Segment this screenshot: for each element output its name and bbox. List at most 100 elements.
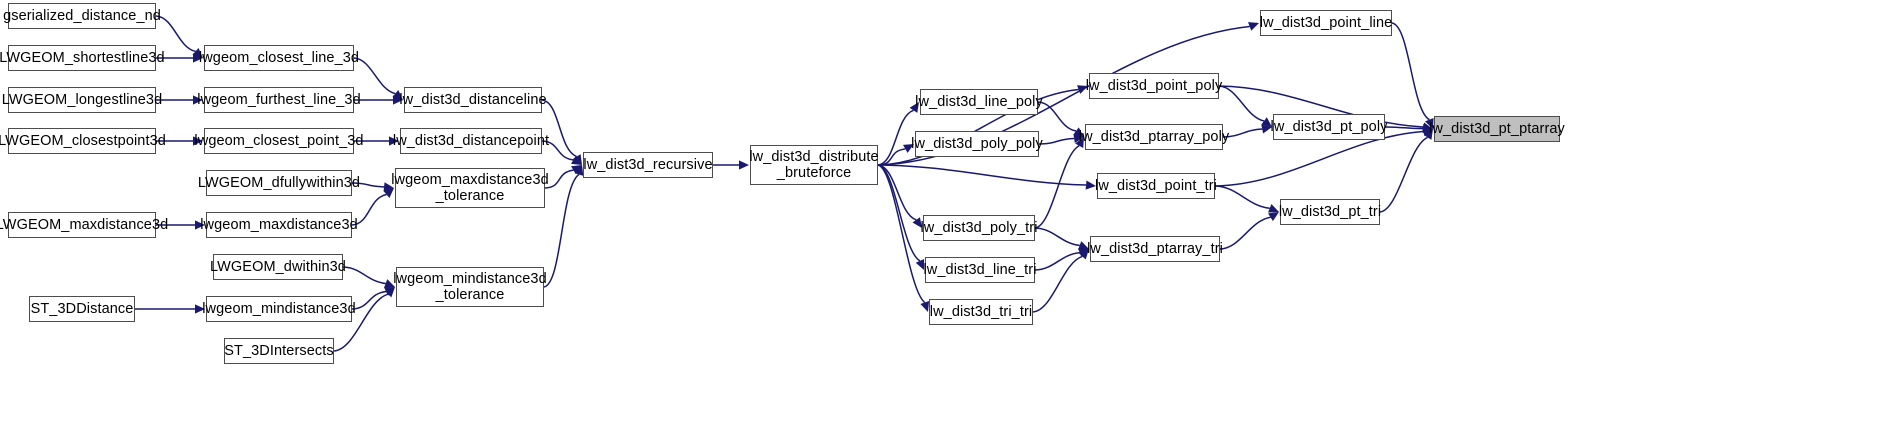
graph-node-lw_dist3d_point_poly[interactable]: lw_dist3d_point_poly — [1086, 73, 1222, 99]
arrowhead-lw_dist3d_distribute_bruteforce-to-lw_dist3d_point_poly — [1077, 85, 1088, 94]
arrowhead-LWGEOM_dfullywithin3d-to-lwgeom_maxdistance3d_tolerance — [383, 182, 394, 192]
graph-node-lw_dist3d_ptarray_poly[interactable]: lw_dist3d_ptarray_poly — [1079, 124, 1229, 150]
arrowhead-lwgeom_maxdistance3d-to-lwgeom_maxdistance3d_tolerance — [383, 188, 394, 199]
edge-lw_dist3d_distribute_bruteforce-to-lw_dist3d_line_tri — [877, 164, 921, 262]
arrowhead-ST_3DIntersects-to-lwgeom_mindistance3d_tolerance — [384, 287, 395, 298]
graph-node-lw_dist3d_point_line[interactable]: lw_dist3d_point_line — [1260, 10, 1392, 36]
arrowhead-lw_dist3d_point_line-to-lw_dist3d_pt_ptarray — [1425, 118, 1434, 129]
arrowhead-lw_dist3d_distribute_bruteforce-to-lw_dist3d_poly_poly — [903, 144, 914, 153]
graph-node-lw_dist3d_distanceline[interactable]: lw_dist3d_distanceline — [399, 87, 547, 113]
graph-node-lw_dist3d_line_poly[interactable]: lw_dist3d_line_poly — [915, 89, 1043, 115]
edge-lw_dist3d_point_tri-to-lw_dist3d_pt_tri — [1214, 185, 1270, 210]
graph-node-lw_dist3d_line_tri[interactable]: lw_dist3d_line_tri — [923, 257, 1036, 283]
graph-node-lw_dist3d_poly_tri[interactable]: lw_dist3d_poly_tri — [920, 215, 1037, 241]
edge-LWGEOM_dwithin3d-to-lwgeom_mindistance3d_tolerance — [342, 266, 386, 285]
graph-node-lwgeom_mindistance3d[interactable]: lwgeom_mindistance3d — [202, 296, 356, 322]
arrowhead-lw_dist3d_line_poly-to-lw_dist3d_ptarray_poly — [1073, 127, 1084, 137]
arrowhead-lw_dist3d_ptarray_poly-to-lw_dist3d_pt_poly — [1261, 124, 1272, 134]
edge-lwgeom_mindistance3d_tolerance-to-lw_dist3d_recursive — [543, 173, 580, 288]
arrowhead-lw_dist3d_distribute_bruteforce-to-lw_dist3d_tri_tri — [920, 301, 930, 312]
edge-lw_dist3d_ptarray_tri-to-lw_dist3d_pt_tri — [1219, 216, 1271, 250]
edge-lw_dist3d_distribute_bruteforce-to-lw_dist3d_point_poly — [877, 88, 1079, 166]
edge-lw_dist3d_pt_poly-to-lw_dist3d_pt_ptarray — [1384, 126, 1424, 130]
edge-lw_dist3d_distribute_bruteforce-to-lw_dist3d_line_poly — [877, 109, 914, 166]
edge-lw_dist3d_distancepoint-to-lw_dist3d_recursive — [541, 140, 574, 161]
edge-lw_dist3d_distribute_bruteforce-to-lw_dist3d_point_line — [877, 25, 1250, 166]
arrowhead-lw_dist3d_distribute_bruteforce-to-lw_dist3d_point_tri — [1085, 180, 1096, 190]
arrowhead-LWGEOM_maxdistance3d-to-lwgeom_maxdistance3d — [195, 220, 205, 230]
edge-lw_dist3d_distribute_bruteforce-to-lw_dist3d_poly_tri — [877, 164, 917, 221]
graph-node-ST_3DIntersects[interactable]: ST_3DIntersects — [224, 338, 334, 364]
edge-lwgeom_closest_line_3d-to-lw_dist3d_distanceline — [353, 57, 396, 95]
arrowhead-lw_dist3d_poly_poly-to-lw_dist3d_ptarray_poly — [1073, 133, 1084, 144]
graph-node-lwgeom_furthest_line_3d[interactable]: lwgeom_furthest_line_3d — [197, 87, 361, 113]
edge-lw_dist3d_poly_tri-to-lw_dist3d_ptarray_tri — [1034, 227, 1080, 247]
arrowhead-lw_dist3d_distribute_bruteforce-to-lw_dist3d_poly_tri — [912, 217, 922, 228]
arrowhead-LWGEOM_closestpoint3d-to-lwgeom_closest_point_3d — [193, 136, 203, 146]
arrowhead-lwgeom_maxdistance3d_tolerance-to-lw_dist3d_recursive — [571, 165, 582, 175]
arrowhead-lw_dist3d_ptarray_tri-to-lw_dist3d_pt_tri — [1268, 212, 1279, 222]
arrowhead-LWGEOM_dwithin3d-to-lwgeom_mindistance3d_tolerance — [384, 279, 395, 288]
edge-lw_dist3d_point_poly-to-lw_dist3d_pt_ptarray — [1218, 85, 1424, 128]
arrowhead-lwgeom_furthest_line_3d-to-lw_dist3d_distanceline — [393, 95, 403, 105]
edge-lw_dist3d_distanceline-to-lw_dist3d_recursive — [541, 99, 578, 158]
edge-ST_3DIntersects-to-lwgeom_mindistance3d_tolerance — [333, 293, 389, 352]
graph-node-lwgeom_mindistance3d_tolerance[interactable]: lwgeom_mindistance3d _tolerance — [393, 267, 547, 307]
arrowhead-lwgeom_closest_point_3d-to-lw_dist3d_distancepoint — [389, 136, 399, 146]
graph-node-lw_dist3d_distancepoint[interactable]: lw_dist3d_distancepoint — [393, 128, 549, 154]
edge-lw_dist3d_pt_tri-to-lw_dist3d_pt_ptarray — [1379, 136, 1428, 213]
arrowhead-ST_3DDistance-to-lwgeom_mindistance3d — [195, 304, 205, 314]
arrowhead-lw_dist3d_recursive-to-lw_dist3d_distribute_bruteforce — [739, 160, 749, 170]
arrowhead-lw_dist3d_distribute_bruteforce-to-lw_dist3d_line_tri — [915, 258, 925, 270]
arrowhead-lw_dist3d_distribute_bruteforce-to-lw_dist3d_line_poly — [909, 102, 919, 113]
graph-node-ST_3DDistance[interactable]: ST_3DDistance — [29, 296, 135, 322]
edge-lw_dist3d_distribute_bruteforce-to-lw_dist3d_tri_tri — [877, 164, 926, 304]
arrowhead-lw_dist3d_poly_tri-to-lw_dist3d_ptarray_poly — [1075, 137, 1084, 148]
arrowhead-lw_dist3d_poly_tri-to-lw_dist3d_ptarray_tri — [1078, 241, 1089, 250]
graph-node-LWGEOM_maxdistance3d[interactable]: LWGEOM_maxdistance3d — [0, 212, 168, 238]
graph-node-lwgeom_maxdistance3d_tolerance[interactable]: lwgeom_maxdistance3d _tolerance — [391, 168, 549, 208]
arrowhead-lw_dist3d_tri_tri-to-lw_dist3d_ptarray_tri — [1078, 249, 1089, 260]
edge-lw_dist3d_ptarray_poly-to-lw_dist3d_pt_poly — [1222, 128, 1263, 138]
edge-lw_dist3d_line_poly-to-lw_dist3d_ptarray_poly — [1037, 101, 1077, 132]
graph-node-LWGEOM_shortestline3d[interactable]: LWGEOM_shortestline3d — [0, 45, 165, 71]
arrowhead-lw_dist3d_distribute_bruteforce-to-lw_dist3d_point_line — [1248, 22, 1259, 31]
graph-node-LWGEOM_dwithin3d[interactable]: LWGEOM_dwithin3d — [210, 254, 346, 280]
arrowhead-lw_dist3d_point_tri-to-lw_dist3d_pt_tri — [1268, 204, 1279, 213]
edge-lwgeom_mindistance3d-to-lwgeom_mindistance3d_tolerance — [351, 290, 387, 310]
graph-node-LWGEOM_longestline3d[interactable]: LWGEOM_longestline3d — [2, 87, 162, 113]
edge-lwgeom_maxdistance3d-to-lwgeom_maxdistance3d_tolerance — [351, 193, 387, 226]
graph-node-lw_dist3d_recursive[interactable]: lw_dist3d_recursive — [583, 152, 713, 178]
graph-node-lwgeom_closest_point_3d[interactable]: lwgeom_closest_point_3d — [194, 128, 363, 154]
arrowhead-lw_dist3d_point_poly-to-lw_dist3d_pt_poly — [1261, 117, 1272, 127]
edge-lw_dist3d_point_poly-to-lw_dist3d_pt_poly — [1218, 85, 1265, 122]
graph-node-LWGEOM_closestpoint3d[interactable]: LWGEOM_closestpoint3d — [0, 128, 166, 154]
graph-node-lw_dist3d_point_tri[interactable]: lw_dist3d_point_tri — [1095, 173, 1217, 199]
arrowhead-lw_dist3d_point_tri-to-lw_dist3d_pt_ptarray — [1422, 127, 1433, 136]
arrowhead-lw_dist3d_pt_tri-to-lw_dist3d_pt_ptarray — [1423, 129, 1433, 140]
graph-node-lw_dist3d_ptarray_tri[interactable]: lw_dist3d_ptarray_tri — [1087, 236, 1223, 262]
arrowhead-lwgeom_mindistance3d_tolerance-to-lw_dist3d_recursive — [574, 165, 584, 176]
graph-node-gserialized_distance_nd[interactable]: gserialized_distance_nd — [3, 3, 161, 29]
graph-node-lw_dist3d_pt_poly[interactable]: lw_dist3d_pt_poly — [1271, 114, 1387, 140]
graph-node-lw_dist3d_distribute_bruteforce[interactable]: lw_dist3d_distribute _bruteforce — [749, 145, 879, 185]
graph-node-lw_dist3d_poly_poly[interactable]: lw_dist3d_poly_poly — [911, 131, 1043, 157]
edge-lw_dist3d_point_line-to-lw_dist3d_pt_ptarray — [1391, 22, 1430, 121]
arrowhead-lw_dist3d_distancepoint-to-lw_dist3d_recursive — [571, 155, 582, 165]
graph-node-lwgeom_maxdistance3d[interactable]: lwgeom_maxdistance3d — [200, 212, 358, 238]
edge-gserialized_distance_nd-to-lwgeom_closest_line_3d — [155, 15, 196, 53]
edge-lw_dist3d_tri_tri-to-lw_dist3d_ptarray_tri — [1032, 255, 1083, 313]
edge-lw_dist3d_line_tri-to-lw_dist3d_ptarray_tri — [1034, 251, 1080, 271]
edge-lwgeom_maxdistance3d_tolerance-to-lw_dist3d_recursive — [544, 169, 574, 189]
graph-node-lw_dist3d_pt_ptarray[interactable]: lw_dist3d_pt_ptarray — [1429, 116, 1565, 142]
edge-LWGEOM_dfullywithin3d-to-lwgeom_maxdistance3d_tolerance — [351, 182, 385, 188]
edge-lw_dist3d_point_tri-to-lw_dist3d_pt_ptarray — [1214, 130, 1424, 187]
graph-node-lwgeom_closest_line_3d[interactable]: lwgeom_closest_line_3d — [199, 45, 359, 71]
graph-node-LWGEOM_dfullywithin3d[interactable]: LWGEOM_dfullywithin3d — [198, 170, 360, 196]
arrowhead-LWGEOM_shortestline3d-to-lwgeom_closest_line_3d — [193, 53, 203, 63]
edge-lw_dist3d_poly_poly-to-lw_dist3d_ptarray_poly — [1038, 137, 1075, 145]
graph-node-lw_dist3d_tri_tri[interactable]: lw_dist3d_tri_tri — [929, 299, 1033, 325]
graph-node-lw_dist3d_pt_tri[interactable]: lw_dist3d_pt_tri — [1279, 199, 1381, 225]
